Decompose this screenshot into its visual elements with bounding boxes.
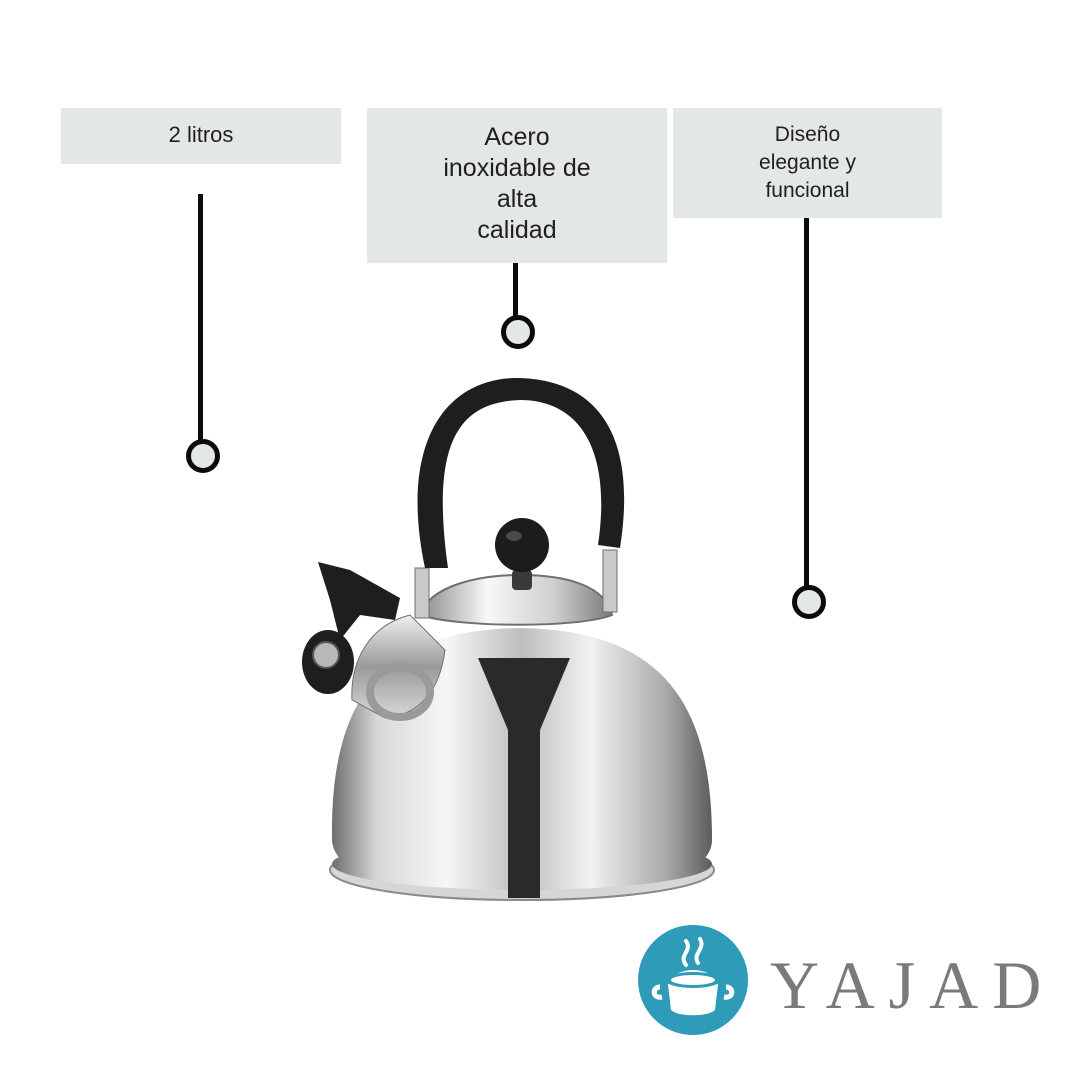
callout-material: Acero inoxidable de alta calidad (367, 108, 667, 263)
leader-dot-design (792, 585, 826, 619)
callout-capacity-text: 2 litros (168, 122, 234, 147)
callout-material-text: Acero inoxidable de alta calidad (443, 123, 591, 244)
callout-design-text: Diseño elegante y funcional (759, 123, 856, 202)
leader-line-capacity (198, 194, 203, 444)
leader-line-material (513, 263, 518, 317)
callout-design: Diseño elegante y funcional (673, 108, 942, 218)
leader-line-design (804, 218, 809, 588)
leader-dot-capacity (186, 439, 220, 473)
brand-name: YAJAD (770, 947, 1056, 1023)
callout-capacity: 2 litros (61, 108, 341, 164)
leader-dot-material (501, 315, 535, 349)
kettle-image (302, 378, 715, 901)
yajad-logo-icon (638, 925, 748, 1035)
